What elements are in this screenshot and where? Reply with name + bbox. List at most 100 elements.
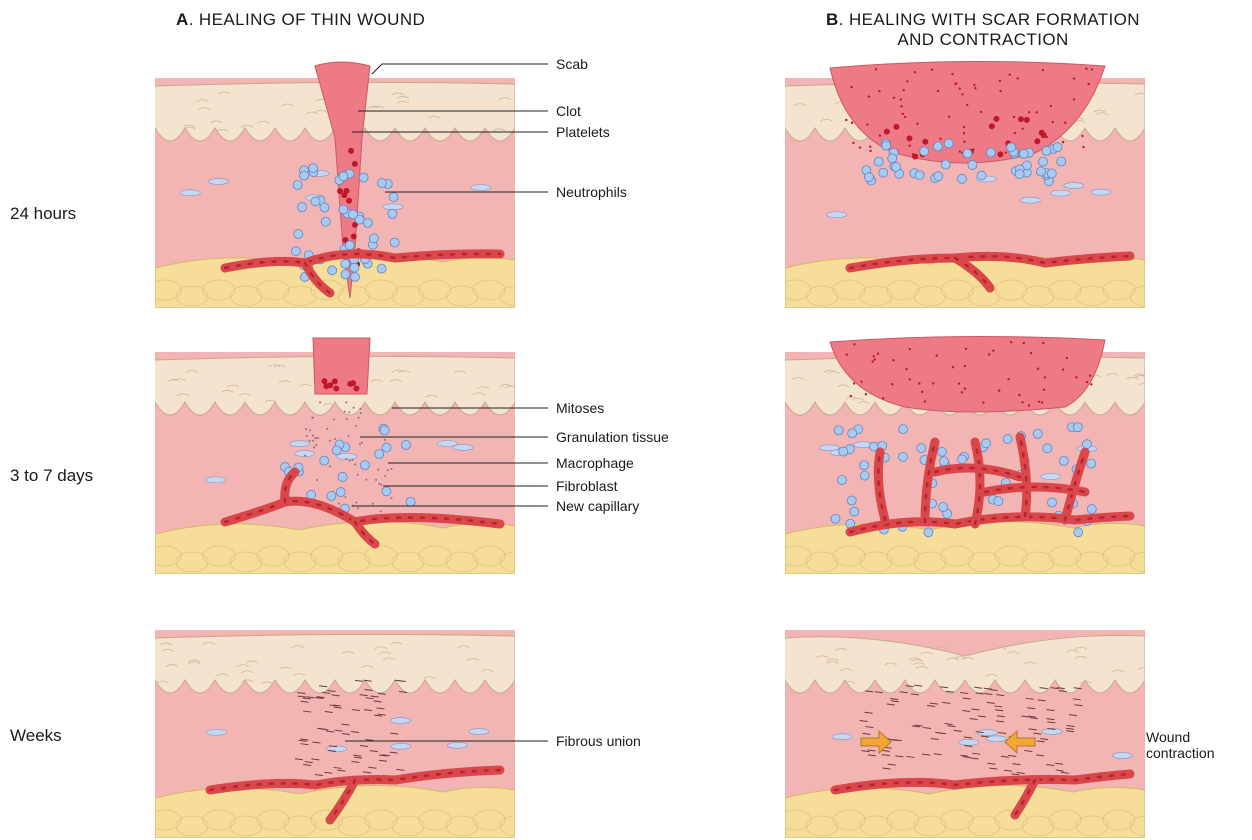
clot-dot	[878, 90, 880, 92]
granulation-dot	[344, 496, 346, 498]
clot-dot	[1062, 368, 1064, 370]
clot-dot	[846, 353, 848, 355]
clot-dot	[1030, 352, 1032, 354]
blood-dot	[893, 124, 899, 130]
clot-dot	[1010, 341, 1012, 343]
blood-dot	[337, 188, 343, 194]
clot-dot	[951, 73, 953, 75]
macrophage-cell	[899, 452, 908, 461]
blood-dot	[332, 378, 338, 384]
granulation-dot	[345, 458, 347, 460]
panel-thin-wound-24-hours	[155, 58, 515, 308]
clot-dot	[1091, 68, 1093, 70]
neutrophil-cell	[1057, 157, 1066, 166]
neutrophil-cell	[920, 147, 929, 156]
granulation-dot	[351, 459, 353, 461]
macrophage-cell	[382, 487, 391, 496]
wound-contraction-line2: contraction	[1146, 745, 1214, 761]
granulation-dot	[391, 468, 393, 470]
clot-dot	[875, 68, 877, 70]
macrophage-cell	[937, 447, 946, 456]
clot-dot	[918, 382, 920, 384]
macrophage-cell	[924, 528, 933, 537]
callout-mitoses: Mitoses	[556, 400, 604, 416]
clot-dot	[902, 113, 904, 115]
clot-dot	[963, 141, 965, 143]
macrophage-cell	[1003, 434, 1012, 443]
granulation-dot	[353, 407, 355, 409]
callout-fibroblast: Fibroblast	[556, 478, 617, 494]
clot-dot	[973, 84, 975, 86]
granulation-dot	[329, 440, 331, 442]
granulation-dot	[345, 401, 347, 403]
clot-dot	[1021, 401, 1023, 403]
macrophage-cell	[380, 426, 389, 435]
clot-dot	[961, 93, 963, 95]
callout-macrophage: Macrophage	[556, 455, 634, 471]
blood-dot	[997, 151, 1003, 157]
clot-dot	[916, 123, 918, 125]
fibroblast-cell	[1020, 197, 1040, 203]
blood-dot	[350, 380, 356, 386]
granulation-dot	[365, 479, 367, 481]
clot-dot	[1016, 77, 1018, 79]
clot-dot	[999, 90, 1001, 92]
clot-dot	[965, 348, 967, 350]
clot-dot	[860, 380, 862, 382]
macrophage-cell	[994, 497, 1003, 506]
neutrophil-cell	[341, 259, 350, 268]
clot-dot	[1064, 121, 1066, 123]
fibroblast-cell	[1064, 183, 1084, 189]
macrophage-cell	[1087, 505, 1096, 514]
clot-dot	[865, 393, 867, 395]
blood-dot	[346, 198, 352, 204]
neutrophil-cell	[298, 203, 307, 212]
clot-dot	[1043, 389, 1045, 391]
neutrophil-cell	[328, 266, 337, 275]
granulation-dot	[348, 411, 350, 413]
clot-dot	[893, 97, 895, 99]
macrophage-cell	[982, 439, 991, 448]
clot-dot	[1081, 135, 1083, 137]
neutrophil-cell	[369, 234, 378, 243]
clot-dot	[988, 353, 990, 355]
fibroblast-cell	[827, 212, 847, 218]
panel-thin-wound-weeks	[155, 610, 515, 838]
fibroblast-cell	[469, 729, 489, 735]
clot-dot	[1037, 368, 1039, 370]
granulation-dot	[347, 435, 349, 437]
neutrophil-cell	[1038, 157, 1047, 166]
fibroblast-cell	[437, 441, 457, 447]
neutrophil-cell	[864, 173, 873, 182]
macrophage-cell	[939, 502, 948, 511]
granulation-dot	[306, 435, 308, 437]
blood-dot	[323, 383, 329, 389]
blood-dot	[353, 385, 359, 391]
clot-dot	[845, 119, 847, 121]
clot-dot	[869, 150, 871, 152]
neutrophil-cell	[309, 164, 318, 173]
neutrophil-cell	[300, 171, 309, 180]
blood-dot	[989, 123, 995, 129]
clot-dot	[963, 126, 965, 128]
clot-dot	[958, 382, 960, 384]
clot-dot	[877, 353, 879, 355]
blood-dot	[884, 129, 890, 135]
macrophage-cell	[336, 488, 345, 497]
clot-dot	[921, 391, 923, 393]
fibroblast-cell	[207, 729, 227, 735]
neutrophil-cell	[892, 162, 901, 171]
neutrophil-cell	[957, 174, 966, 183]
clot-dot	[1028, 111, 1030, 113]
clot-dot	[900, 98, 902, 100]
column-a-title-text: . HEALING OF THIN WOUND	[189, 10, 426, 29]
macrophage-cell	[860, 461, 869, 470]
neutrophil-cell	[350, 272, 359, 281]
clot-dot	[904, 116, 906, 118]
fibroblast-cell	[959, 739, 979, 745]
granulation-dot	[375, 479, 377, 481]
neutrophil-cell	[389, 193, 398, 202]
granulation-dot	[312, 440, 314, 442]
macrophage-cell	[850, 507, 859, 516]
clot-dot	[1086, 381, 1088, 383]
